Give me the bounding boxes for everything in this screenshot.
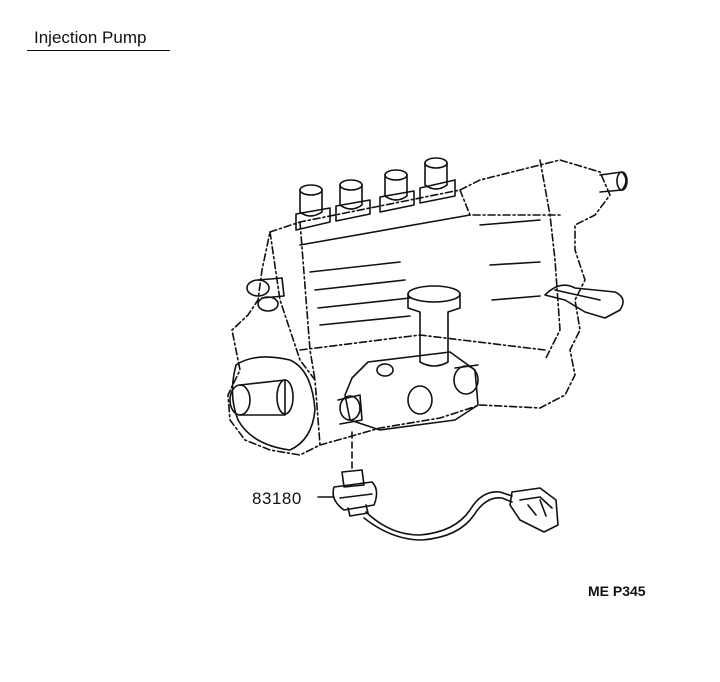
drawing-code: ME P345 bbox=[588, 583, 646, 599]
pump-body-ribs bbox=[299, 214, 541, 326]
page-title: Injection Pump bbox=[34, 28, 147, 47]
title-underline bbox=[27, 50, 170, 51]
delivery-valve-holders bbox=[295, 157, 456, 231]
part-number-label: 83180 bbox=[252, 489, 302, 508]
drive-shaft bbox=[229, 356, 316, 451]
control-lever bbox=[544, 284, 624, 319]
central-cylinder bbox=[407, 285, 461, 367]
sensor-housing bbox=[337, 351, 479, 431]
sensor-connector-illustration bbox=[332, 469, 559, 541]
governor-shaft bbox=[599, 171, 628, 193]
left-bolts bbox=[246, 277, 285, 312]
